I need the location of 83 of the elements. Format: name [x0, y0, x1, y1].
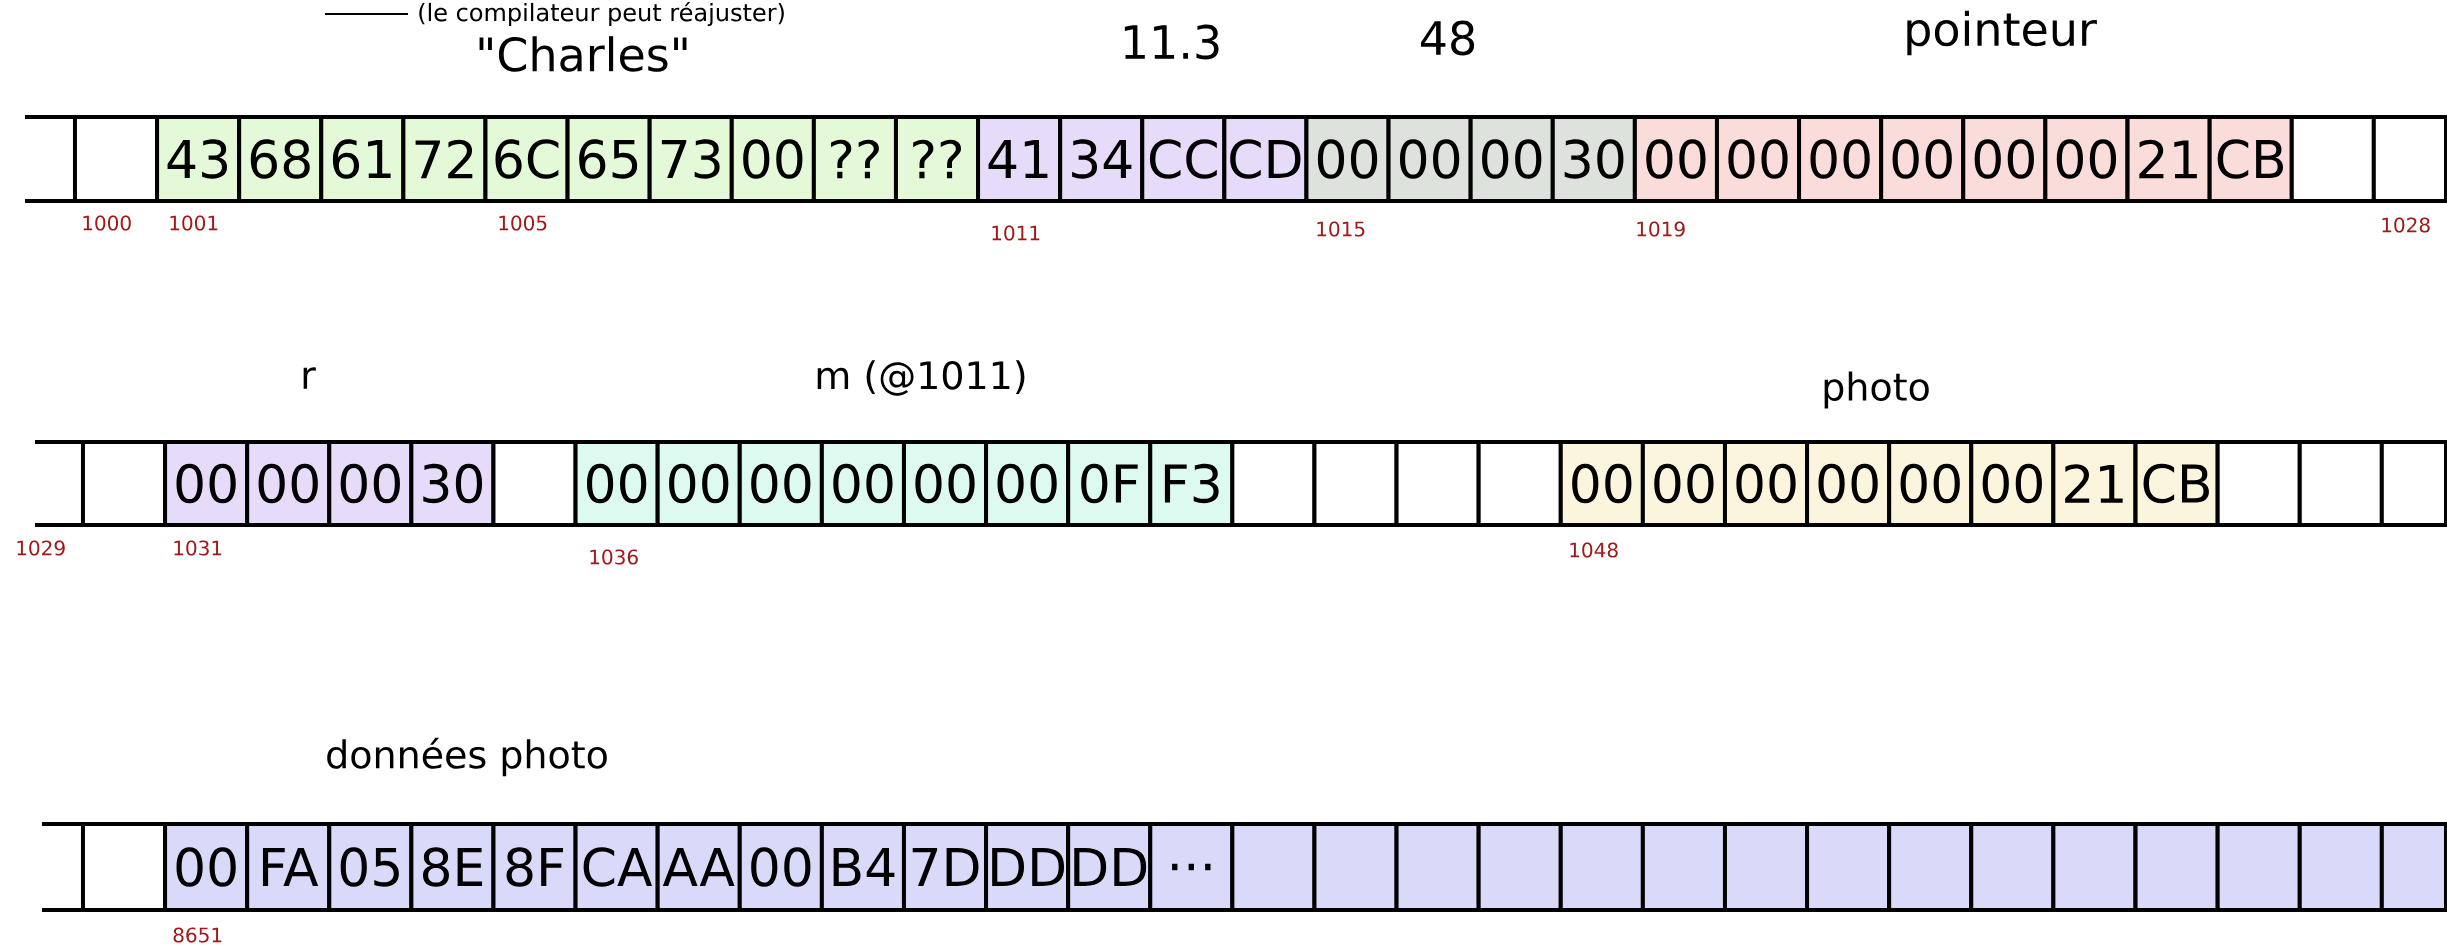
memory-cell: 00 — [1386, 115, 1473, 203]
memory-cell: 21 — [2125, 115, 2212, 203]
memory-cell: 8F — [491, 822, 578, 912]
memory-cell: 00 — [1961, 115, 2048, 203]
memory-cell: 30 — [1550, 115, 1637, 203]
memory-cell: 00 — [163, 440, 250, 527]
memory-cell: B4 — [819, 822, 906, 912]
memory-cell: 00 — [245, 440, 332, 527]
address-label: 1031 — [174, 540, 222, 556]
address-label: 1028 — [2382, 217, 2430, 233]
address-label: 1019 — [1637, 221, 1685, 237]
memory-cell: 00 — [984, 440, 1071, 527]
variable-label: m (@1011) — [817, 360, 1025, 396]
empty-memory-cell — [2379, 440, 2447, 527]
memory-cell: 00 — [737, 822, 824, 912]
empty-memory-cell — [2371, 115, 2447, 203]
address-label: 1011 — [992, 225, 1040, 241]
variable-label: "Charles" — [479, 36, 687, 72]
variable-label: photo — [1824, 371, 1929, 409]
memory-cell: 00 — [163, 822, 250, 912]
empty-memory-cell — [2379, 822, 2447, 912]
memory-cell: ?? — [893, 115, 981, 203]
memory-cell: 72 — [401, 115, 488, 203]
address-label: 1015 — [1317, 221, 1365, 237]
variable-label: pointeur — [1907, 10, 2097, 56]
memory-cell: 00 — [573, 440, 660, 527]
memory-cell: 00 — [1714, 115, 1802, 203]
memory-cell: 41 — [976, 115, 1063, 203]
memory-cell: 8E — [409, 822, 496, 912]
memory-cell: 0F — [1066, 440, 1153, 527]
memory-cell: 43 — [155, 115, 242, 203]
memory-cell: 30 — [409, 440, 496, 527]
memory-cell: AA — [655, 822, 742, 912]
memory-cell: 34 — [1058, 115, 1145, 203]
address-label: 1005 — [499, 215, 547, 231]
memory-cell: CA — [573, 822, 660, 912]
memory-cell: 00 — [1558, 440, 1645, 527]
memory-cell: 00 — [901, 440, 989, 527]
memory-cell: 61 — [319, 115, 406, 203]
memory-cell: F3 — [1148, 440, 1235, 527]
memory-cell: 00 — [1304, 115, 1391, 203]
memory-cell: FA — [245, 822, 332, 912]
memory-cell: 00 — [737, 440, 824, 527]
address-label: 1048 — [1570, 542, 1618, 558]
variable-label: 48 — [1421, 20, 1475, 56]
memory-cell: 7D — [901, 822, 989, 912]
memory-cell: 00 — [1879, 115, 1966, 203]
memory-cell: ?? — [811, 115, 898, 203]
memory-cell: 65 — [565, 115, 652, 203]
memory-cell: 6C — [483, 115, 570, 203]
memory-cell: 00 — [2043, 115, 2130, 203]
memory-cell: 00 — [1632, 115, 1719, 203]
memory-cell: 00 — [1722, 440, 1810, 527]
memory-cell: 05 — [327, 822, 414, 912]
address-label: 1036 — [590, 549, 638, 565]
memory-cell: 00 — [1797, 115, 1884, 203]
memory-cell: 00 — [1468, 115, 1555, 203]
address-label: 1029 — [17, 540, 65, 556]
memory-cell: CD — [1222, 115, 1309, 203]
variable-label: r — [303, 367, 316, 389]
legend-text: (le compilateur peut réajuster) — [419, 1, 784, 27]
address-label: 1001 — [170, 215, 218, 231]
address-label: 1000 — [83, 215, 131, 231]
memory-cell: 00 — [819, 440, 906, 527]
memory-cell: DD — [1066, 822, 1153, 912]
variable-label: données photo — [327, 737, 607, 777]
memory-cell: DD — [984, 822, 1071, 912]
variable-label: 11.3 — [1124, 24, 1219, 60]
memory-cell: 00 — [1887, 440, 1974, 527]
memory-cell: ... — [1148, 822, 1235, 912]
memory-cell: 21 — [2051, 440, 2138, 527]
memory-cell: 00 — [1640, 440, 1727, 527]
memory-cell: 68 — [237, 115, 324, 203]
memory-cell: 73 — [647, 115, 734, 203]
memory-cell: 00 — [729, 115, 816, 203]
memory-cell: CB — [2133, 440, 2220, 527]
memory-cell: 00 — [1805, 440, 1892, 527]
memory-cell: 00 — [327, 440, 414, 527]
memory-cell: 00 — [1969, 440, 2056, 527]
memory-cell: CC — [1140, 115, 1227, 203]
address-label: 8651 — [173, 927, 222, 943]
memory-cell: 00 — [655, 440, 742, 527]
memory-cell: CB — [2207, 115, 2294, 203]
